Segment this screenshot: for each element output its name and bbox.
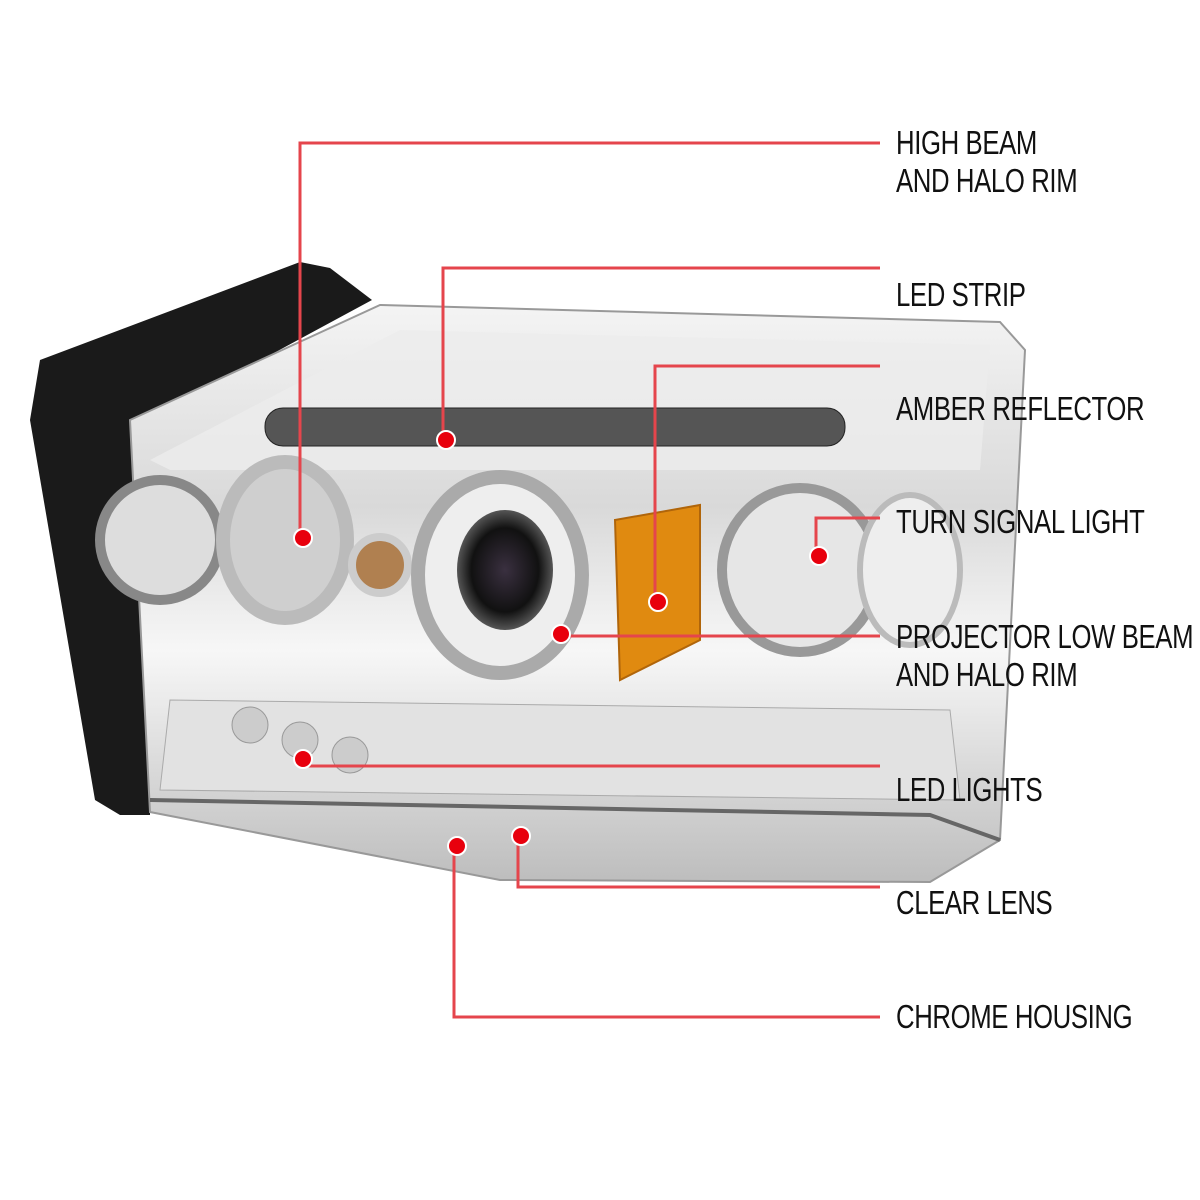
label-high-beam: HIGH BEAM AND HALO RIM bbox=[896, 124, 1078, 200]
callout-line-turn-signal bbox=[814, 516, 880, 556]
callout-dot-led-lights bbox=[293, 749, 313, 769]
label-line: AMBER REFLECTOR bbox=[896, 390, 1145, 427]
callout-dot-clear-lens bbox=[511, 826, 531, 846]
label-led-strip: LED STRIP bbox=[896, 276, 1026, 314]
label-line: TURN SIGNAL LIGHT bbox=[896, 503, 1145, 540]
label-turn-signal: TURN SIGNAL LIGHT bbox=[896, 503, 1145, 541]
callout-line-chrome-housing bbox=[452, 846, 880, 1019]
label-led-lights: LED LIGHTS bbox=[896, 771, 1043, 809]
label-line: AND HALO RIM bbox=[896, 162, 1078, 199]
callout-dot-chrome-housing bbox=[447, 836, 467, 856]
label-amber-reflector: AMBER REFLECTOR bbox=[896, 390, 1145, 428]
label-projector: PROJECTOR LOW BEAM AND HALO RIM bbox=[896, 618, 1194, 694]
callout-dot-high-beam bbox=[293, 528, 313, 548]
callout-line-clear-lens bbox=[516, 836, 880, 889]
callout-dot-turn-signal bbox=[809, 546, 829, 566]
label-line: LED STRIP bbox=[896, 276, 1026, 313]
rubber-gasket bbox=[30, 262, 372, 815]
label-line: PROJECTOR LOW BEAM bbox=[896, 618, 1194, 655]
callout-dot-projector bbox=[551, 624, 571, 644]
label-line: CHROME HOUSING bbox=[896, 998, 1133, 1035]
label-line: HIGH BEAM bbox=[896, 124, 1037, 161]
callout-line-high-beam bbox=[298, 141, 880, 538]
callout-line-amber-reflector bbox=[653, 364, 880, 602]
label-line: LED LIGHTS bbox=[896, 771, 1043, 808]
label-line: AND HALO RIM bbox=[896, 656, 1078, 693]
led-strip bbox=[264, 407, 846, 447]
callout-dot-amber-reflector bbox=[648, 592, 668, 612]
callout-line-led-strip bbox=[441, 266, 880, 440]
label-clear-lens: CLEAR LENS bbox=[896, 884, 1053, 922]
label-line: CLEAR LENS bbox=[896, 884, 1053, 921]
callout-dot-led-strip bbox=[436, 430, 456, 450]
label-chrome-housing: CHROME HOUSING bbox=[896, 998, 1133, 1036]
